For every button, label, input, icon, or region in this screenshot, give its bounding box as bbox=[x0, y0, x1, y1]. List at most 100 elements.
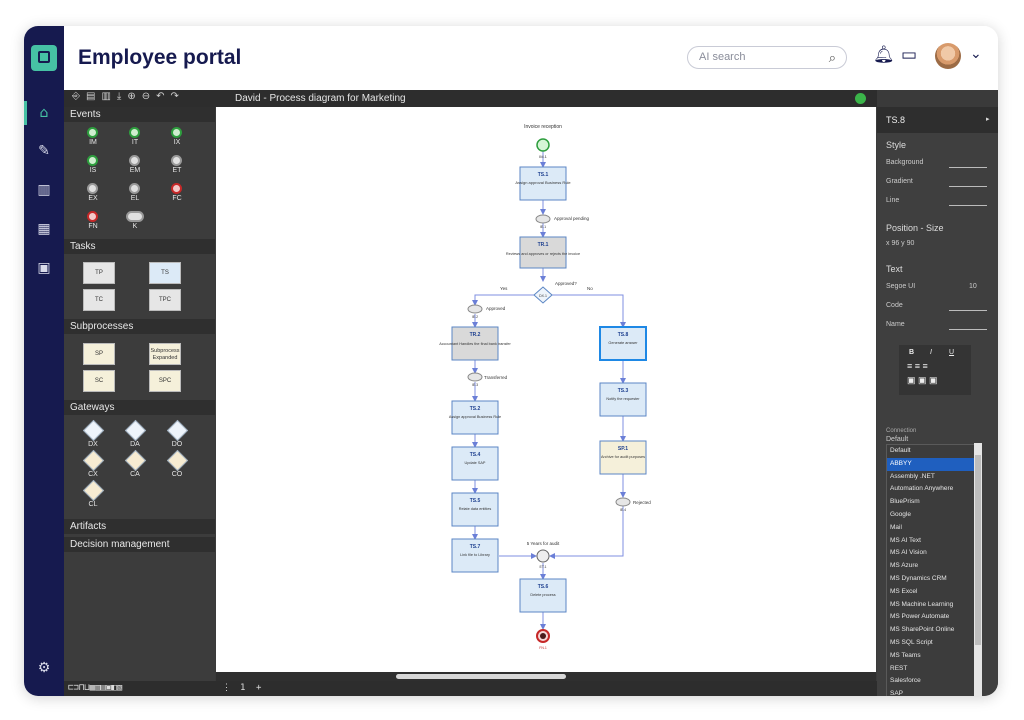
scroll-thumb[interactable] bbox=[396, 674, 566, 679]
italic-icon[interactable]: I bbox=[930, 349, 932, 356]
palette-gateway-da-icon[interactable] bbox=[124, 419, 147, 442]
page-menu-icon[interactable]: ⋮ bbox=[222, 683, 231, 693]
section-decision-management[interactable]: Decision management bbox=[64, 537, 215, 552]
settings-icon[interactable]: ⚙ bbox=[37, 660, 51, 676]
home-icon[interactable]: ⌂ bbox=[39, 105, 49, 121]
background-select[interactable] bbox=[949, 167, 987, 168]
briefcase-icon[interactable]: ▣ bbox=[37, 260, 51, 276]
chart-icon[interactable]: ▥ bbox=[37, 182, 51, 198]
connection-option[interactable]: MS Power Automate bbox=[890, 613, 950, 621]
connection-option[interactable]: Google bbox=[890, 510, 911, 518]
chat-icon[interactable]: ▭ bbox=[901, 45, 918, 65]
avatar[interactable] bbox=[935, 43, 961, 69]
connection-option[interactable]: MS SQL Script bbox=[890, 638, 933, 646]
intermediate-event-ie1[interactable] bbox=[535, 214, 551, 224]
palette-gateway-do-icon[interactable] bbox=[166, 419, 189, 442]
portal-logo-icon[interactable] bbox=[31, 45, 57, 71]
connection-option[interactable]: MS Excel bbox=[890, 587, 918, 595]
palette-event-el-icon[interactable] bbox=[129, 183, 140, 194]
section-subprocesses[interactable]: Subprocesses bbox=[64, 319, 215, 334]
connection-option[interactable]: MS Machine Learning bbox=[890, 600, 954, 608]
task-ts2[interactable]: TS.2 Assign approval Business Rule bbox=[449, 400, 501, 435]
gateway-dx1[interactable] bbox=[533, 286, 553, 304]
palette-event-im-icon[interactable] bbox=[87, 127, 98, 138]
start-event[interactable] bbox=[536, 138, 550, 152]
add-page-icon[interactable]: + bbox=[256, 683, 262, 693]
intermediate-event-ie4[interactable] bbox=[615, 497, 631, 507]
palette-event-ex-icon[interactable] bbox=[87, 183, 98, 194]
palette-event-is-icon[interactable] bbox=[87, 155, 98, 166]
name-input[interactable] bbox=[949, 329, 987, 330]
palette-gateway-ca-icon[interactable] bbox=[124, 449, 147, 472]
task-ts8[interactable]: TS.8 Generate answer bbox=[599, 326, 647, 361]
font-size-input[interactable]: 10 bbox=[969, 283, 977, 290]
canvas-horizontal-scrollbar[interactable] bbox=[216, 672, 876, 681]
calendar-icon[interactable]: ▦ bbox=[37, 221, 51, 237]
notification-bell-icon[interactable]: 🔔︎ bbox=[873, 45, 895, 65]
connection-option[interactable]: SAP bbox=[890, 690, 904, 696]
palette-event-it-icon[interactable] bbox=[129, 127, 140, 138]
timer-event-et1[interactable] bbox=[536, 549, 550, 563]
palette-task-ts[interactable]: TS bbox=[149, 262, 181, 284]
diagram-canvas[interactable]: Invoice reception IM.1 TS.1 Assign appro… bbox=[216, 107, 876, 672]
edit-icon[interactable]: ✎ bbox=[38, 143, 50, 159]
align-icons[interactable]: ≡ ≡ ≡ bbox=[907, 361, 928, 371]
connection-option[interactable]: MS Dynamics CRM bbox=[890, 574, 947, 582]
intermediate-event-ie3[interactable] bbox=[467, 372, 483, 382]
palette-event-fn-icon[interactable] bbox=[87, 211, 98, 222]
connection-option[interactable]: MS AI Text bbox=[890, 536, 921, 544]
connection-option[interactable]: BluePrism bbox=[890, 498, 920, 506]
palette-event-k-icon[interactable] bbox=[126, 211, 144, 222]
connection-option[interactable]: REST bbox=[890, 664, 908, 672]
palette-gateway-cx-icon[interactable] bbox=[82, 449, 105, 472]
palette-subprocess-3[interactable]: SPC bbox=[149, 370, 181, 392]
palette-gateway-co-icon[interactable] bbox=[166, 449, 189, 472]
dropdown-scrollbar[interactable] bbox=[974, 443, 982, 696]
palette-gateway-cl-icon[interactable] bbox=[82, 479, 105, 502]
connection-option[interactable]: Default bbox=[890, 447, 911, 454]
page-number[interactable]: 1 bbox=[240, 683, 246, 693]
connection-option[interactable]: Mail bbox=[890, 523, 902, 531]
task-ts1[interactable]: TS.1 Assign approval Business Rule bbox=[515, 166, 571, 201]
palette-subprocess-0[interactable]: SP bbox=[83, 343, 115, 365]
connection-option[interactable]: Automation Anywhere bbox=[890, 485, 954, 493]
palette-subprocess-1[interactable]: Subprocess Expanded bbox=[149, 343, 181, 365]
section-events[interactable]: Events bbox=[64, 107, 215, 122]
task-ts4[interactable]: TS.4 Update SAP bbox=[451, 446, 499, 481]
search-input[interactable]: AI search ⌕ bbox=[687, 46, 847, 69]
chevron-down-icon[interactable]: ⌄ bbox=[970, 46, 982, 62]
connection-option[interactable]: ABBYY bbox=[887, 457, 981, 471]
task-tr2[interactable]: TR.2 Accountant Handles the final bank t… bbox=[439, 326, 512, 361]
palette-event-et-icon[interactable] bbox=[171, 155, 182, 166]
position-values[interactable]: x 96 y 90 bbox=[886, 240, 915, 247]
intermediate-event-ie2[interactable] bbox=[467, 304, 483, 314]
task-tr1[interactable]: TR.1 Reviews and approves or rejects the… bbox=[506, 236, 580, 269]
process-diagram[interactable]: Invoice reception IM.1 TS.1 Assign appro… bbox=[216, 107, 876, 672]
connection-option[interactable]: MS SharePoint Online bbox=[890, 626, 955, 634]
search-icon[interactable]: ⌕ bbox=[828, 50, 836, 65]
palette-task-tp[interactable]: TP bbox=[83, 262, 115, 284]
connection-option[interactable]: MS Azure bbox=[890, 562, 919, 570]
palette-event-fc-icon[interactable] bbox=[171, 183, 182, 194]
task-ts6[interactable]: TS.6 Delete process bbox=[519, 578, 567, 613]
palette-task-tpc[interactable]: TPC bbox=[149, 289, 181, 311]
line-select[interactable] bbox=[949, 205, 987, 206]
palette-event-em-icon[interactable] bbox=[129, 155, 140, 166]
valign-icons[interactable]: ▣ ▣ ▣ bbox=[907, 375, 938, 385]
gradient-select[interactable] bbox=[949, 186, 987, 187]
code-input[interactable] bbox=[949, 310, 987, 311]
font-select[interactable]: Segoe UI bbox=[886, 283, 916, 290]
subprocess-sp1[interactable]: SP.1 Archive for audit purposes bbox=[599, 440, 647, 475]
collapse-arrow-icon[interactable]: ▸ bbox=[986, 116, 990, 123]
connection-option[interactable]: Salesforce bbox=[890, 677, 921, 685]
connection-option[interactable]: MS AI Vision bbox=[890, 549, 927, 557]
task-ts3[interactable]: TS.3 Notify the requester bbox=[599, 382, 647, 417]
palette-subprocess-2[interactable]: SC bbox=[83, 370, 115, 392]
section-artifacts[interactable]: Artifacts bbox=[64, 519, 215, 534]
task-ts5[interactable]: TS.5 Relate data entities bbox=[451, 492, 499, 527]
task-ts7[interactable]: TS.7 Link file to Library bbox=[451, 538, 499, 573]
text-format-tools[interactable]: B I U ≡ ≡ ≡ ▣ ▣ ▣ bbox=[899, 345, 971, 395]
palette-task-tc[interactable]: TC bbox=[83, 289, 115, 311]
section-tasks[interactable]: Tasks bbox=[64, 239, 215, 254]
